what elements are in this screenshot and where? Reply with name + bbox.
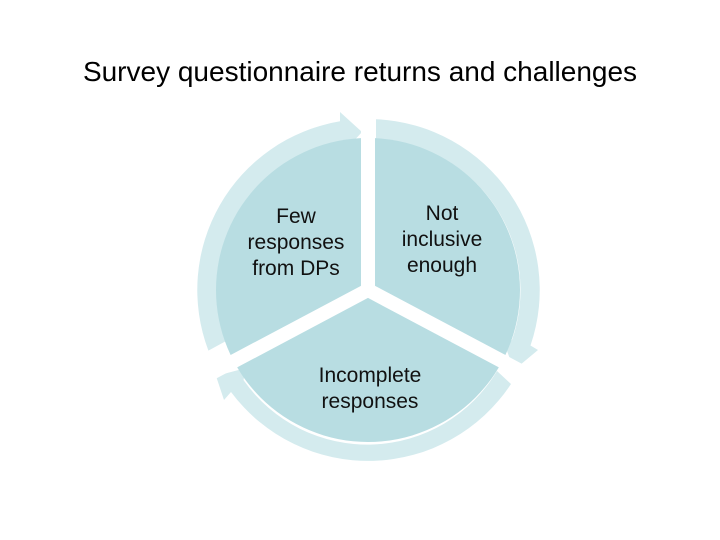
label-line: Few [276,205,316,228]
segment-label-incomplete-responses: Incomplete responses [290,363,450,415]
page-title: Survey questionnaire returns and challen… [82,56,638,87]
label-line: from DPs [252,257,340,280]
segment-label-few-responses: Few responses from DPs [226,204,366,282]
label-line: Incomplete [318,364,422,387]
label-line: enough [406,254,478,277]
arrow-ring-segment-2 [376,119,540,370]
label-line: responses [247,231,345,254]
label-line: inclusive [401,228,483,251]
label-line: Not [425,202,459,225]
separator-spoke-lower-right [364,283,534,383]
arrow-ring-segment-3 [216,368,511,461]
label-line: responses [321,390,419,413]
cycle-pie [202,120,534,442]
separator-spoke-lower-left [202,283,372,383]
segment-label-not-inclusive: Not inclusive enough [372,201,512,279]
